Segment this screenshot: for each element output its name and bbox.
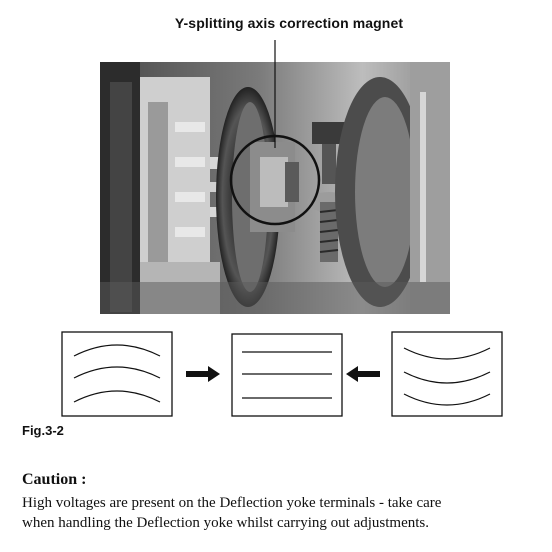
deflection-yoke-photo xyxy=(100,62,450,314)
convergence-diagram xyxy=(61,331,503,417)
panel-lines-straight xyxy=(231,333,343,417)
caution-body-line-2: when handling the Deflection yoke whilst… xyxy=(22,515,429,531)
caution-title: Caution : xyxy=(22,471,87,488)
panel-lines-curved-down xyxy=(61,331,173,417)
arrow-left-icon xyxy=(346,366,380,382)
panel-lines-curved-up xyxy=(391,331,503,417)
figure-label: Fig.3-2 xyxy=(22,423,64,438)
caution-body-line-1: High voltages are present on the Deflect… xyxy=(22,495,442,511)
callout-label: Y-splitting axis correction magnet xyxy=(174,15,404,31)
arrow-right-icon xyxy=(186,366,220,382)
caution-body: High voltages are present on the Deflect… xyxy=(22,493,542,533)
